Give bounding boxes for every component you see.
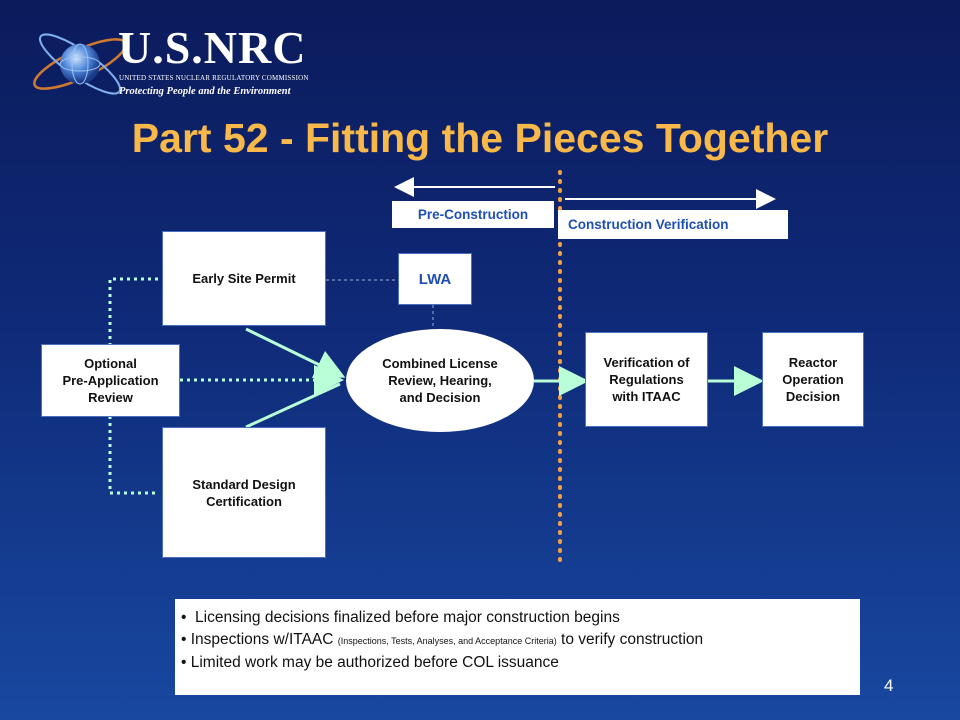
- note-item: • Limited work may be authorized before …: [181, 652, 854, 674]
- page-number: 4: [884, 676, 894, 695]
- note-licensing: Licensing decisions finalized before maj…: [195, 609, 620, 626]
- combined-license-ellipse: Combined License Review, Hearing, and De…: [346, 329, 534, 432]
- logo-subtitle: UNITED STATES NUCLEAR REGULATORY COMMISS…: [119, 74, 309, 82]
- bullet-icon: •: [181, 609, 196, 626]
- verification-itaac-box: Verification of Regulations with ITAAC: [585, 332, 708, 427]
- note-limited-work: Limited work may be authorized before CO…: [190, 654, 559, 671]
- optional-to-esp-dotted: [108, 277, 158, 346]
- note-item: • Inspections w/ITAAC (Inspections, Test…: [181, 629, 854, 652]
- notes-box: • Licensing decisions finalized before m…: [175, 599, 860, 695]
- bullet-icon: •: [181, 631, 191, 648]
- sdc-to-col-line: [245, 382, 341, 429]
- logo-letters: U.S.NRC: [118, 22, 307, 73]
- optional-pre-application-review-box: Optional Pre-Application Review: [41, 344, 180, 417]
- atom-globe-icon: [33, 33, 127, 95]
- logo-tagline: Protecting People and the Environment: [119, 86, 291, 97]
- note-inspections-end: to verify construction: [561, 631, 704, 648]
- page-title: Part 52 - Fitting the Pieces Together: [131, 115, 829, 161]
- lwa-box: LWA: [398, 253, 472, 305]
- note-item: • Licensing decisions finalized before m…: [181, 607, 854, 629]
- reactor-operation-decision-box: Reactor Operation Decision: [762, 332, 864, 427]
- nrc-logo: [22, 18, 322, 108]
- note-itaac-expansion: (Inspections, Tests, Analyses, and Accep…: [337, 636, 557, 646]
- optional-to-sdc-dotted: [108, 416, 158, 495]
- construction-verification-label: Construction Verification: [558, 210, 788, 239]
- bullet-icon: •: [181, 654, 191, 671]
- esp-to-col-line: [245, 327, 346, 378]
- early-site-permit-box: Early Site Permit: [162, 231, 326, 326]
- note-inspections: Inspections w/ITAAC: [190, 631, 334, 648]
- standard-design-certification-box: Standard Design Certification: [162, 427, 326, 558]
- pre-construction-label: Pre-Construction: [392, 201, 554, 228]
